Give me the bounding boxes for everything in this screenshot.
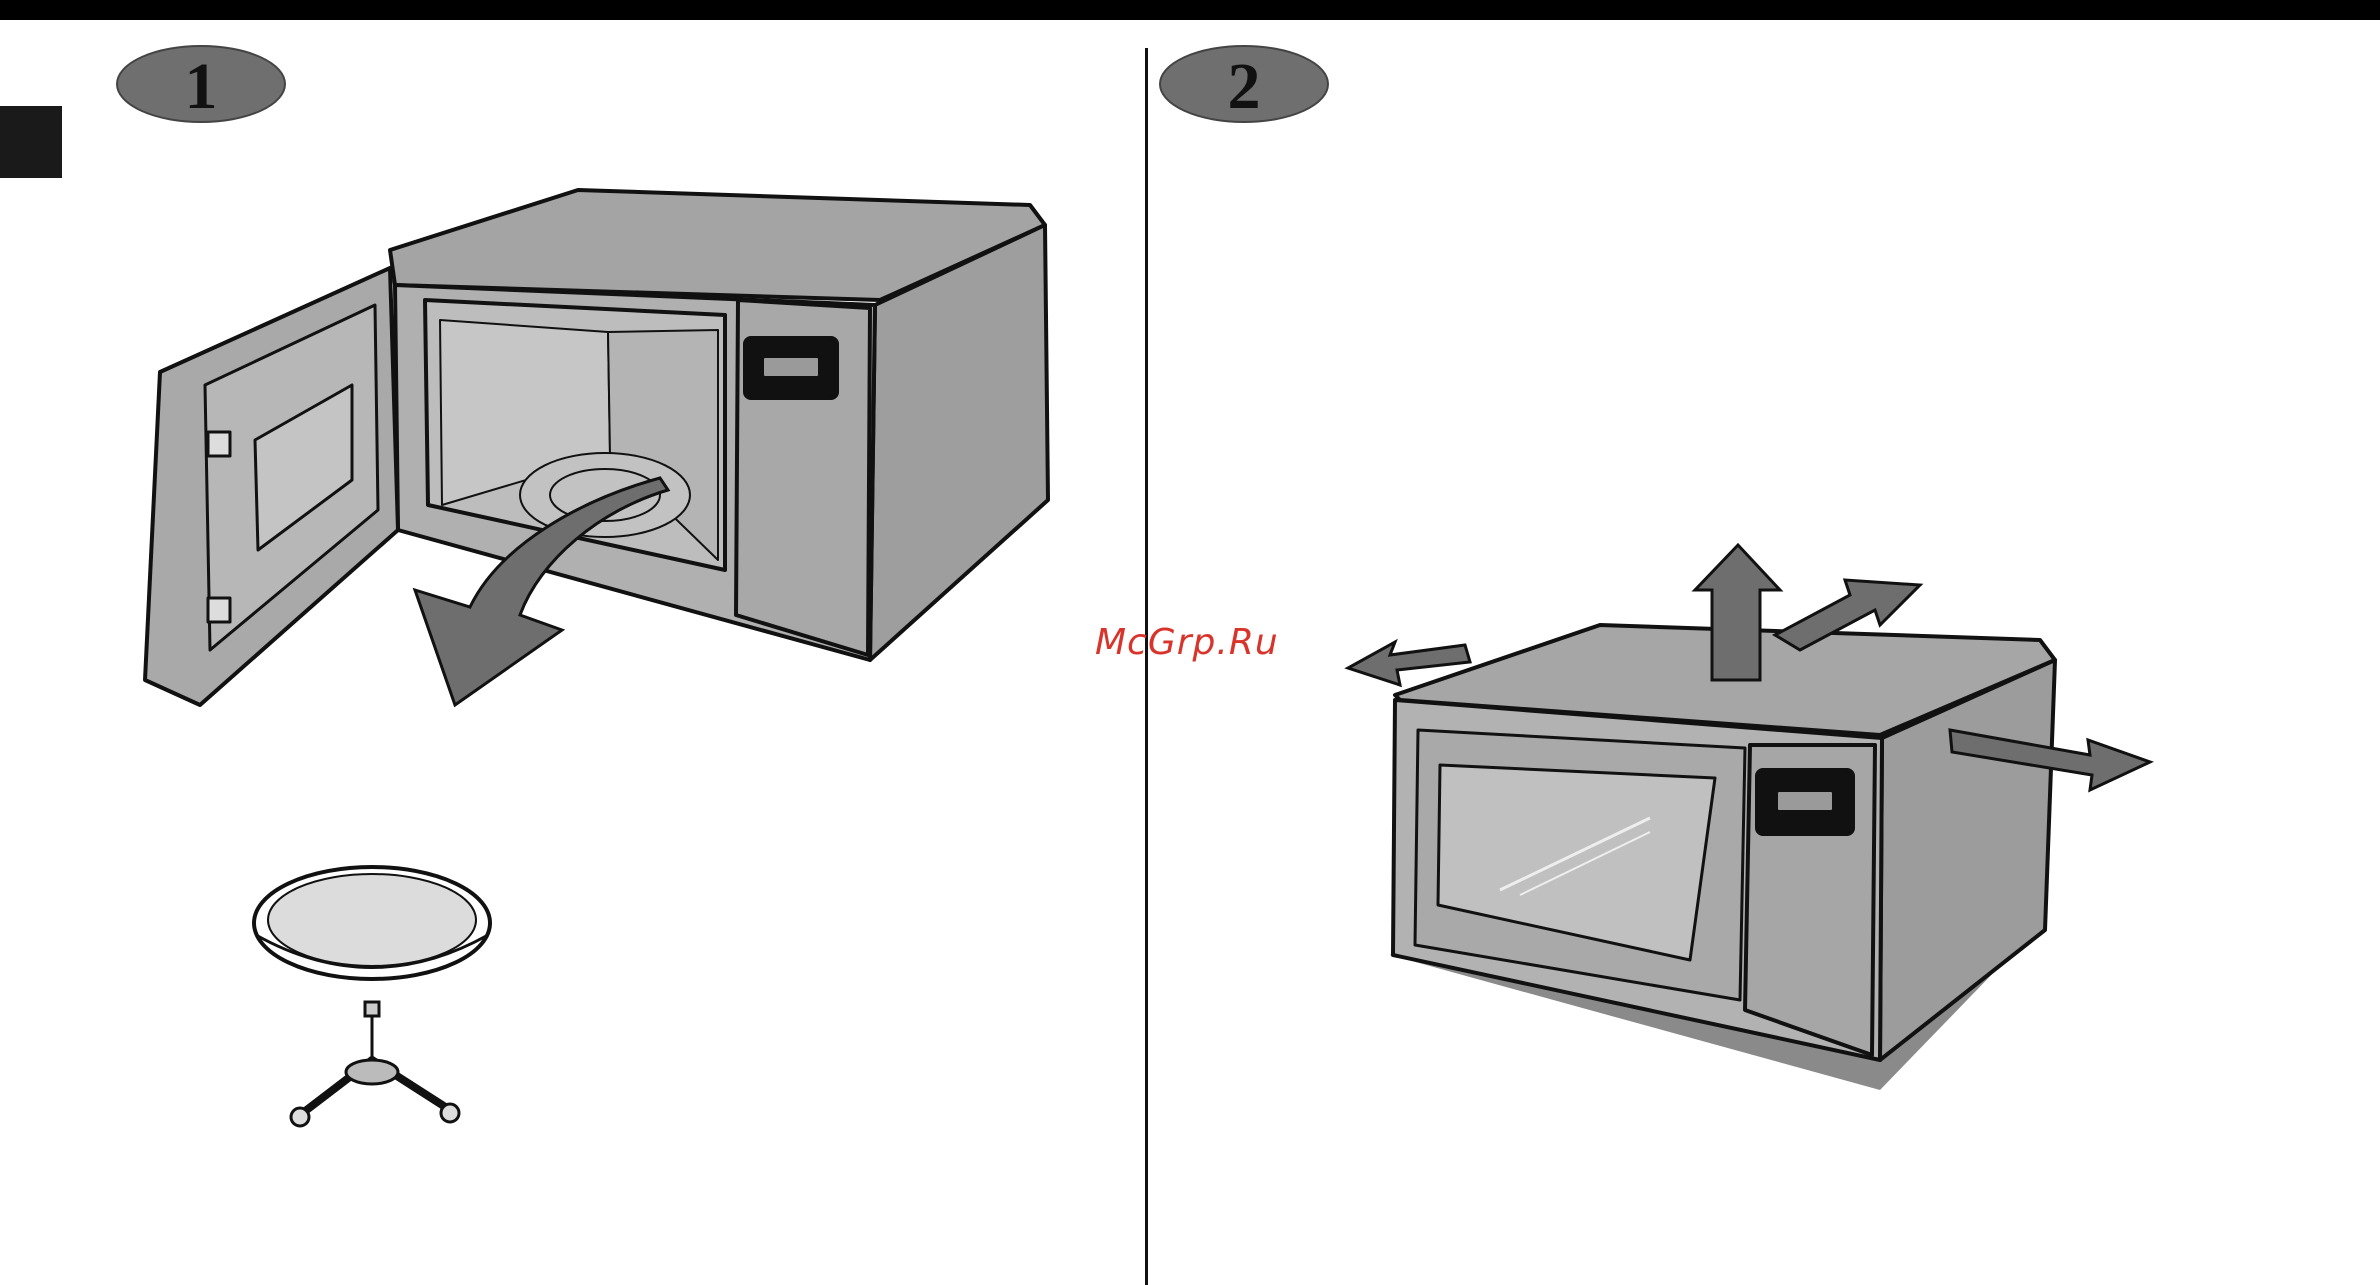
- watermark-text: McGrp.Ru: [1095, 622, 1279, 663]
- roller-ring: [291, 1002, 459, 1126]
- microwave-closed-illustration: [1390, 625, 2055, 1090]
- glass-tray: [254, 867, 490, 979]
- microwave-open-illustration: [145, 190, 1048, 705]
